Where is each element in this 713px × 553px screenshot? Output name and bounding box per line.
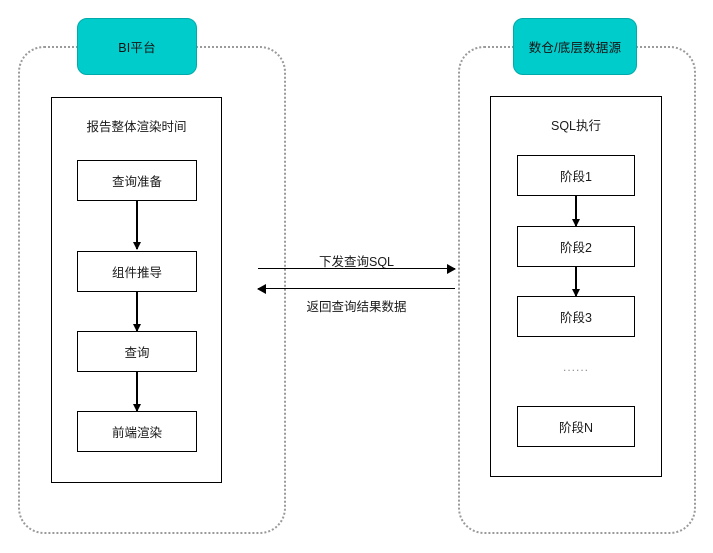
message-arrow-response xyxy=(258,288,455,290)
node-query[interactable]: 查询 xyxy=(77,331,197,372)
node-frontend-render[interactable]: 前端渲染 xyxy=(77,411,197,452)
node-stage-2[interactable]: 阶段2 xyxy=(517,226,635,267)
stage-ellipsis: ...... xyxy=(562,360,589,374)
node-query-prepare[interactable]: 查询准备 xyxy=(77,160,197,201)
lane-header-label: BI平台 xyxy=(118,41,156,55)
arrow-component-derive-to-query xyxy=(136,292,138,331)
group-title-report-render-time: 报告整体渲染时间 xyxy=(86,120,187,134)
node-label: 阶段3 xyxy=(560,311,592,325)
arrow-query-to-frontend-render xyxy=(136,372,138,411)
node-label: 前端渲染 xyxy=(111,426,162,440)
lane-header-data-warehouse: 数仓/底层数据源 xyxy=(513,18,637,75)
node-label: 查询 xyxy=(124,346,150,360)
arrow-stage-1-to-stage-2 xyxy=(575,196,577,226)
node-label: 组件推导 xyxy=(111,266,162,280)
node-component-derive[interactable]: 组件推导 xyxy=(77,251,197,292)
node-label: 阶段N xyxy=(558,421,594,435)
message-arrow-request xyxy=(258,268,455,270)
lane-header-bi-platform: BI平台 xyxy=(77,18,197,75)
node-stage-n[interactable]: 阶段N xyxy=(517,406,635,447)
lane-header-label: 数仓/底层数据源 xyxy=(528,41,622,55)
node-label: 阶段1 xyxy=(560,170,592,184)
arrow-query-prepare-to-component-derive xyxy=(136,201,138,249)
message-label-response: 返回查询结果数据 xyxy=(306,300,407,314)
node-label: 查询准备 xyxy=(111,175,162,189)
message-label-request: 下发查询SQL xyxy=(318,255,394,269)
arrow-stage-2-to-stage-3 xyxy=(575,267,577,296)
node-stage-1[interactable]: 阶段1 xyxy=(517,155,635,196)
node-label: 阶段2 xyxy=(560,241,592,255)
group-title-sql-execution: SQL执行 xyxy=(550,119,601,133)
node-stage-3[interactable]: 阶段3 xyxy=(517,296,635,337)
